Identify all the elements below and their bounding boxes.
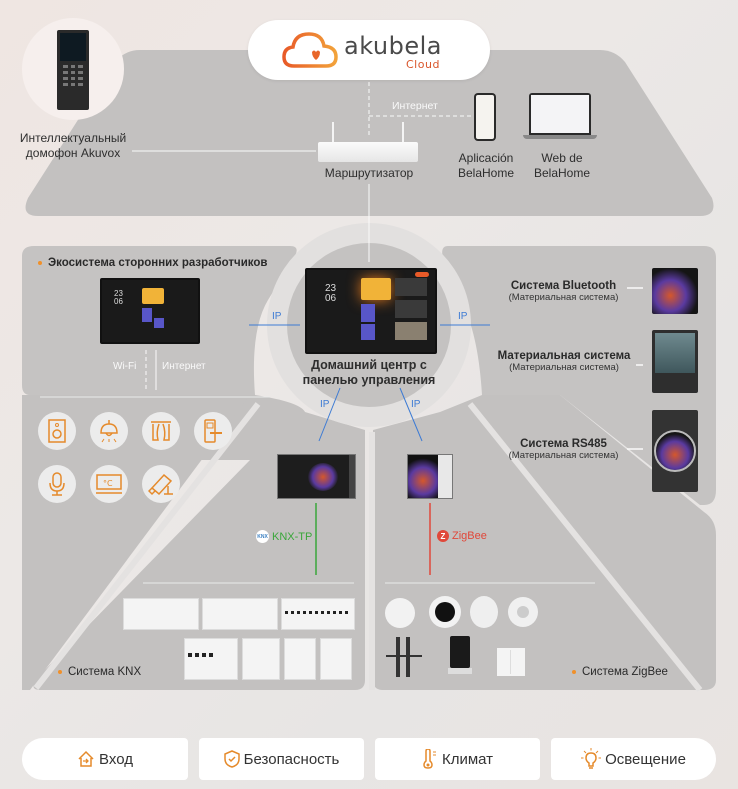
zigbee-logo-icon: Z xyxy=(437,530,449,542)
app-label-line2: BelaHome xyxy=(457,166,515,180)
material-title: Материальная система xyxy=(497,350,631,362)
lighting-button[interactable]: Освещение xyxy=(551,738,716,780)
knx-system-label: Система KNX xyxy=(58,666,141,678)
ip-label-zigbee: IP xyxy=(411,399,421,410)
climate-button-label: Климат xyxy=(441,750,494,768)
intercom-label: Интеллектуальный домофон Akuvox xyxy=(0,131,146,161)
zigbee-system-label: Система ZigBee xyxy=(572,666,668,678)
belahome-app-label: Aplicación BelaHome xyxy=(446,151,526,181)
knx-system-text: Система KNX xyxy=(68,666,142,678)
lightbulb-icon xyxy=(581,748,602,769)
hub-screen-day: 23 xyxy=(325,283,337,294)
belahome-phone[interactable] xyxy=(474,93,496,141)
hub-screen-month: 06 xyxy=(325,293,337,304)
material-subtitle: (Материальная система) xyxy=(509,362,619,373)
bluetooth-device[interactable] xyxy=(652,268,698,314)
microphone-icon[interactable] xyxy=(38,465,76,503)
third-party-title-text: Экосистема сторонних разработчиков xyxy=(48,257,268,269)
knx-module[interactable] xyxy=(184,638,238,680)
internet-label-top: Интернет xyxy=(392,100,438,112)
home-enter-icon xyxy=(78,750,94,767)
bullet-dot xyxy=(572,669,576,674)
zigbee-wall-switch[interactable] xyxy=(497,648,525,676)
knx-module[interactable] xyxy=(320,638,352,680)
web-label-line2: BelaHome xyxy=(533,166,591,180)
ip-label-right: IP xyxy=(458,311,468,322)
wifi-label: Wi-Fi xyxy=(113,361,137,372)
akubela-cloud-logo[interactable]: akubela Cloud xyxy=(248,20,490,80)
zigbee-downlight[interactable] xyxy=(448,636,472,676)
belahome-web-label: Web de BelaHome xyxy=(522,151,602,181)
curtain-icon[interactable] xyxy=(142,412,180,450)
zigbee-system-text: Система ZigBee xyxy=(582,666,668,678)
knx-tp-bus-label: KNX KNX-TP xyxy=(256,530,312,543)
right-systems-panel xyxy=(442,246,716,505)
knx-panel-device[interactable] xyxy=(277,454,356,499)
bluetooth-subtitle: (Материальная система) xyxy=(508,292,619,303)
router-device[interactable] xyxy=(318,122,418,162)
bullet-dot xyxy=(38,260,42,265)
thermometer-icon xyxy=(423,749,436,769)
zigbee-motion-sensor[interactable] xyxy=(470,596,498,628)
hub-label: Домашний центр с панелью управления xyxy=(294,358,444,388)
entry-button-label: Вход xyxy=(99,750,133,768)
rs485-subtitle: (Материальная система) xyxy=(508,450,619,461)
security-button[interactable]: Безопасность xyxy=(199,738,364,780)
knx-module[interactable] xyxy=(123,598,199,630)
zigbee-button-sensor[interactable] xyxy=(508,597,538,627)
material-device[interactable] xyxy=(652,330,698,393)
hub-label-line1: Домашний центр с xyxy=(311,358,427,372)
right-system-bluetooth: Система Bluetooth (Материальная система) xyxy=(496,280,631,303)
app-label-line1: Aplicación xyxy=(458,151,514,165)
knx-logo-icon: KNX xyxy=(256,530,269,543)
thermostat-icon[interactable]: °C xyxy=(90,465,128,503)
bluetooth-title: Система Bluetooth xyxy=(510,280,617,292)
belahome-laptop[interactable] xyxy=(523,93,597,141)
third-party-title: Экосистема сторонних разработчиков xyxy=(38,257,267,269)
brand-name: akubela xyxy=(344,32,442,60)
speaker-icon[interactable] xyxy=(38,412,76,450)
security-button-label: Безопасность xyxy=(243,750,340,768)
intercom-label-line1: Интеллектуальный xyxy=(19,131,127,145)
ceiling-lamp-icon[interactable] xyxy=(90,412,128,450)
shield-check-icon xyxy=(223,750,240,768)
zigbee-smoke-sensor[interactable] xyxy=(385,598,415,628)
knx-module[interactable] xyxy=(281,598,355,630)
zigbee-door-lock[interactable] xyxy=(386,637,422,677)
zigbee-display-sensor[interactable] xyxy=(429,596,461,628)
knx-module[interactable] xyxy=(284,638,316,680)
ip-label-left: IP xyxy=(272,311,282,322)
router-label: Маршрутизатор xyxy=(324,166,414,180)
right-system-material: Материальная система (Материальная систе… xyxy=(488,350,640,373)
ip-label-knx: IP xyxy=(320,399,330,410)
internet-label-third-party: Интернет xyxy=(162,361,206,372)
camera-icon[interactable] xyxy=(142,465,180,503)
rs485-device[interactable] xyxy=(652,410,698,492)
climate-button[interactable]: Климат xyxy=(375,738,540,780)
knx-tp-text: KNX-TP xyxy=(272,530,313,543)
rs485-title: Система RS485 xyxy=(520,438,607,450)
knx-module[interactable] xyxy=(242,638,280,680)
temp-unit: °C xyxy=(103,479,113,488)
cloud-panel xyxy=(25,50,714,216)
brand-sub: Cloud xyxy=(406,58,440,71)
bullet-dot xyxy=(58,669,62,674)
cloud-heart-icon xyxy=(282,32,338,68)
web-label-line1: Web de xyxy=(541,151,583,165)
zigbee-bus-label: Z ZigBee xyxy=(437,530,487,542)
hub-label-line2: панелью управления xyxy=(302,373,436,387)
zigbee-text: ZigBee xyxy=(452,530,487,542)
right-system-rs485: Система RS485 (Материальная система) xyxy=(496,438,631,461)
entry-button[interactable]: Вход xyxy=(22,738,188,780)
intercom-device[interactable] xyxy=(57,30,89,110)
door-lock-icon[interactable] xyxy=(194,412,232,450)
zigbee-panel-device[interactable] xyxy=(407,454,453,499)
intercom-label-line2: домофон Akuvox xyxy=(25,146,121,160)
lighting-button-label: Освещение xyxy=(605,750,686,768)
knx-module[interactable] xyxy=(202,598,278,630)
